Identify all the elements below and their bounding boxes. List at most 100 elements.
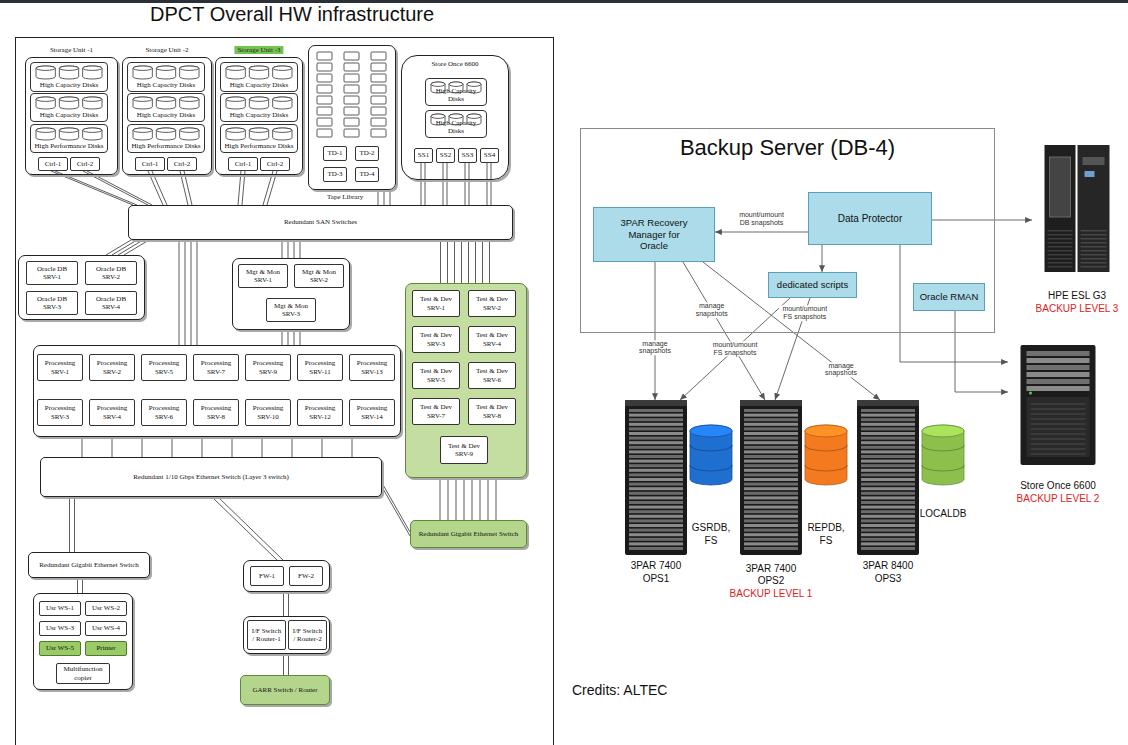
- node-text: Storage Unit -1: [50, 46, 93, 54]
- server-group: FW-1FW-2: [243, 560, 330, 592]
- server-group: Processing SRV-1Processing SRV-2Processi…: [33, 345, 401, 437]
- drive-row: [744, 414, 798, 417]
- drive-row: [629, 446, 683, 449]
- drive-row: [861, 542, 915, 545]
- tape-slot: [371, 74, 386, 82]
- edge-label: manage snapshots: [692, 303, 732, 318]
- node-text: Ctrl-1: [231, 160, 255, 168]
- switch-band: Redundant 1/10 Gbps Ethernet Switch (Lay…: [40, 457, 382, 497]
- drive-row: [744, 542, 798, 545]
- disk-shelf: High Performance Disks: [127, 124, 205, 153]
- server-box: Processing SRV-5: [141, 354, 187, 381]
- controller-box: Ctrl-2: [167, 157, 197, 171]
- disk-top: [273, 97, 292, 101]
- disk-top: [273, 66, 292, 70]
- drive-row: [629, 423, 683, 426]
- node-text: Storage Unit -3: [234, 46, 283, 54]
- node-text: High Performance Disks: [33, 142, 105, 150]
- disk-top: [467, 82, 481, 86]
- rack-cap: [740, 400, 802, 406]
- cabinet-window: [1050, 157, 1071, 217]
- disk-top: [36, 66, 55, 70]
- vent: [1048, 262, 1073, 264]
- server-box: Processing SRV-14: [349, 399, 395, 426]
- database-body: [805, 425, 847, 485]
- node-text: Test & Dev SRV-8: [471, 403, 513, 419]
- diagram-title: DPCT Overall HW infrastructure: [150, 3, 434, 26]
- drive-row: [629, 524, 683, 527]
- disk-top: [59, 66, 78, 70]
- server-box: Test & Dev SRV-7: [412, 398, 460, 425]
- node-text: 3PAR 7400 OPS1: [625, 560, 687, 585]
- drive-row: [744, 515, 798, 518]
- controller-box: SS1: [414, 148, 433, 163]
- control-panel: [1083, 157, 1105, 165]
- server-box: Mgt & Mon SRV-1: [238, 264, 288, 288]
- disk-symbol: [226, 97, 245, 109]
- drive-row: [744, 423, 798, 426]
- node-text: 3PAR 8400 OPS3: [857, 560, 919, 585]
- server-box: Processing SRV-1: [37, 354, 83, 381]
- drive-row: [629, 515, 683, 518]
- disk-top: [133, 128, 152, 132]
- drive-row: [861, 414, 915, 417]
- drive-row: [861, 515, 915, 518]
- controller-box: SS3: [458, 148, 477, 163]
- node-text: Oracle DB SRV-4: [88, 295, 134, 311]
- drive-row: [861, 427, 915, 430]
- disk-symbol: [249, 128, 268, 140]
- connector: [487, 163, 491, 205]
- connector: [238, 171, 245, 205]
- tape-slot: [371, 85, 386, 93]
- node-text: High Capacity Disks: [223, 81, 295, 89]
- node-text: Redundant Gigabit Ethernet Switch: [413, 530, 524, 538]
- disk-symbol: [273, 66, 292, 79]
- appliance-panel: [1027, 397, 1090, 457]
- node-text: Processing SRV-9: [248, 359, 288, 375]
- node-text: HPE ESL G3: [1032, 290, 1122, 303]
- database-band: [805, 445, 847, 451]
- disk-top: [249, 128, 268, 132]
- node-text: BACKUP LEVEL 2: [1008, 493, 1108, 506]
- vent: [1031, 433, 1086, 435]
- node-text: Oracle RMAN: [916, 291, 982, 302]
- drive-row: [629, 496, 683, 499]
- disk-symbol: [273, 128, 292, 140]
- drive-row: [1027, 386, 1090, 391]
- switch-band: Redundant Gigabit Ethernet Switch: [410, 520, 527, 548]
- switch-band: Redundant SAN Switches: [128, 205, 513, 240]
- drive-row: [744, 487, 798, 490]
- drive-row: [629, 432, 683, 435]
- server-box: Processing SRV-2: [89, 354, 135, 381]
- controller-box: TD-3: [323, 167, 347, 182]
- storage-unit: Storage Unit -2High Capacity DisksHigh C…: [122, 57, 212, 175]
- node-text: Test & Dev SRV-6: [471, 367, 513, 383]
- server-box: Test & Dev SRV-9: [440, 436, 488, 464]
- vent: [1048, 254, 1073, 256]
- drive-row: [744, 432, 798, 435]
- disk-shelf: High Capacity Disks: [30, 93, 108, 122]
- disk-top: [36, 97, 55, 101]
- vent: [1081, 254, 1107, 256]
- server-box: Processing SRV-6: [141, 399, 187, 426]
- drive-row: [629, 510, 683, 513]
- switch-band: GARR Switch / Router: [240, 675, 330, 705]
- drive-row: [744, 469, 798, 472]
- edge-label: manage snapshots: [635, 340, 675, 355]
- node-text: REPDB, FS: [800, 522, 852, 547]
- vent: [1031, 438, 1086, 440]
- node-text: Test & Dev SRV-5: [415, 367, 457, 383]
- connector: [955, 311, 1008, 392]
- disk-shelf: High Capacity Disks: [220, 62, 298, 92]
- controller-box: Ctrl-1: [228, 157, 258, 171]
- node-text: Usr WS-4: [88, 624, 124, 632]
- server-group: Mgt & Mon SRV-1Mgt & Mon SRV-2Mgt & Mon …: [232, 258, 350, 330]
- vent: [1081, 246, 1107, 248]
- database-band: [922, 465, 964, 471]
- disk-symbol: [180, 128, 199, 140]
- drive-row: [744, 478, 798, 481]
- server-box: Multifunction copier: [56, 663, 110, 684]
- drive-row: [1027, 379, 1090, 384]
- disk-symbol: [156, 97, 175, 109]
